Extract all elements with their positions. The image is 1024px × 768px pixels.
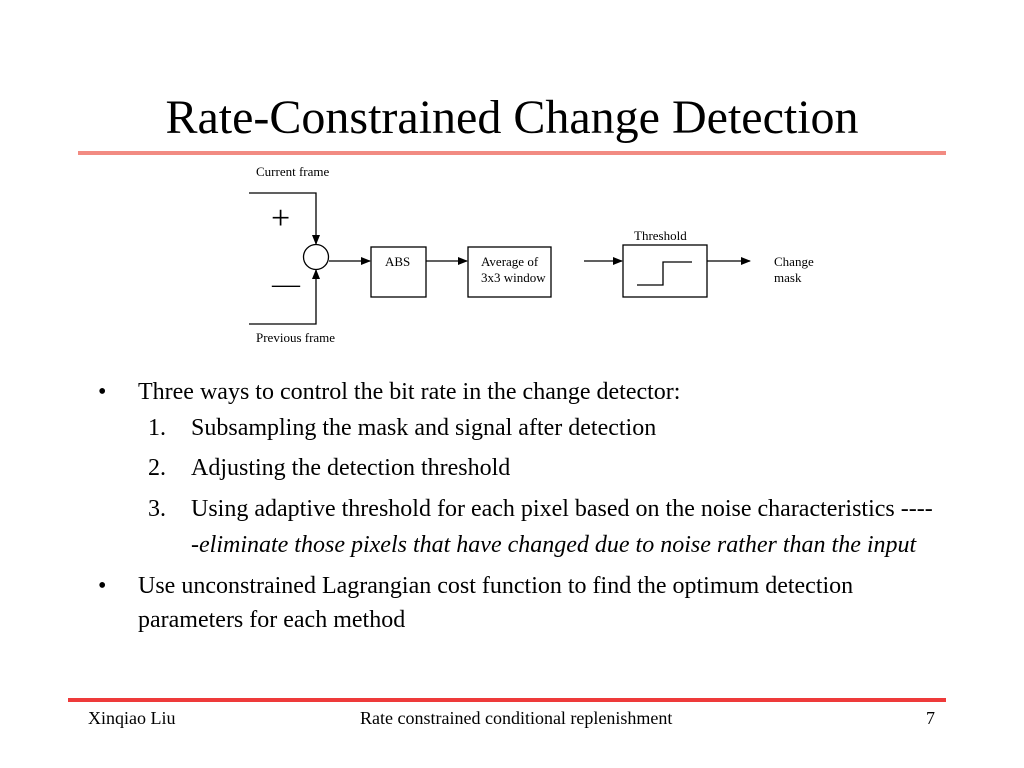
sub-item-text: Adjusting the detection threshold bbox=[191, 455, 511, 481]
footer-title: Rate constrained conditional replenishme… bbox=[360, 708, 673, 728]
bullet-text: Three ways to control the bit rate in th… bbox=[138, 379, 681, 405]
average-label-line2: 3x3 window bbox=[481, 270, 546, 285]
title-divider bbox=[78, 151, 946, 155]
previous-frame-label: Previous frame bbox=[256, 330, 336, 345]
abs-label: ABS bbox=[385, 254, 411, 269]
step-function-icon bbox=[637, 261, 692, 286]
previous-frame-wire bbox=[249, 269, 320, 325]
bullet-list: • Three ways to control the bit rate in … bbox=[98, 375, 938, 639]
minus-sign: — bbox=[272, 269, 300, 300]
bullet-item: • Three ways to control the bit rate in … bbox=[98, 375, 938, 409]
footer-author: Xinqiao Liu bbox=[88, 708, 176, 728]
sub-item-number: 3. bbox=[148, 496, 166, 522]
sub-item-number: 1. bbox=[148, 415, 166, 441]
sub-item-text: Using adaptive threshold for each pixel … bbox=[191, 496, 933, 558]
page-number: 7 bbox=[926, 708, 935, 728]
average-label-line1: Average of bbox=[481, 254, 539, 269]
bullet-dot: • bbox=[98, 573, 107, 599]
slide-title: Rate-Constrained Change Detection bbox=[165, 91, 859, 144]
bullet-text: Use unconstrained Lagrangian cost functi… bbox=[138, 573, 854, 633]
sub-item-number: 2. bbox=[148, 455, 166, 481]
current-frame-wire bbox=[249, 192, 320, 245]
sub-item-text: Subsampling the mask and signal after de… bbox=[191, 415, 657, 441]
summing-junction bbox=[302, 243, 330, 271]
sub-item-italic-text: eliminate those pixels that have changed… bbox=[199, 532, 917, 558]
abs-block bbox=[370, 246, 427, 298]
bullet-item: • Use unconstrained Lagrangian cost func… bbox=[98, 569, 938, 637]
sub-item: 2. Adjusting the detection threshold bbox=[98, 451, 938, 485]
average-block bbox=[467, 246, 552, 298]
sub-item: 3. Using adaptive threshold for each pix… bbox=[98, 491, 938, 563]
output-label-line2: mask bbox=[774, 270, 802, 285]
current-frame-label: Current frame bbox=[256, 164, 330, 179]
plus-sign: + bbox=[271, 200, 291, 237]
threshold-label: Threshold bbox=[634, 228, 687, 243]
bullet-dot: • bbox=[98, 379, 107, 405]
output-label-line1: Change bbox=[774, 254, 814, 269]
footer-divider bbox=[68, 698, 946, 702]
threshold-block bbox=[622, 244, 708, 298]
sub-item: 1. Subsampling the mask and signal after… bbox=[98, 411, 938, 445]
